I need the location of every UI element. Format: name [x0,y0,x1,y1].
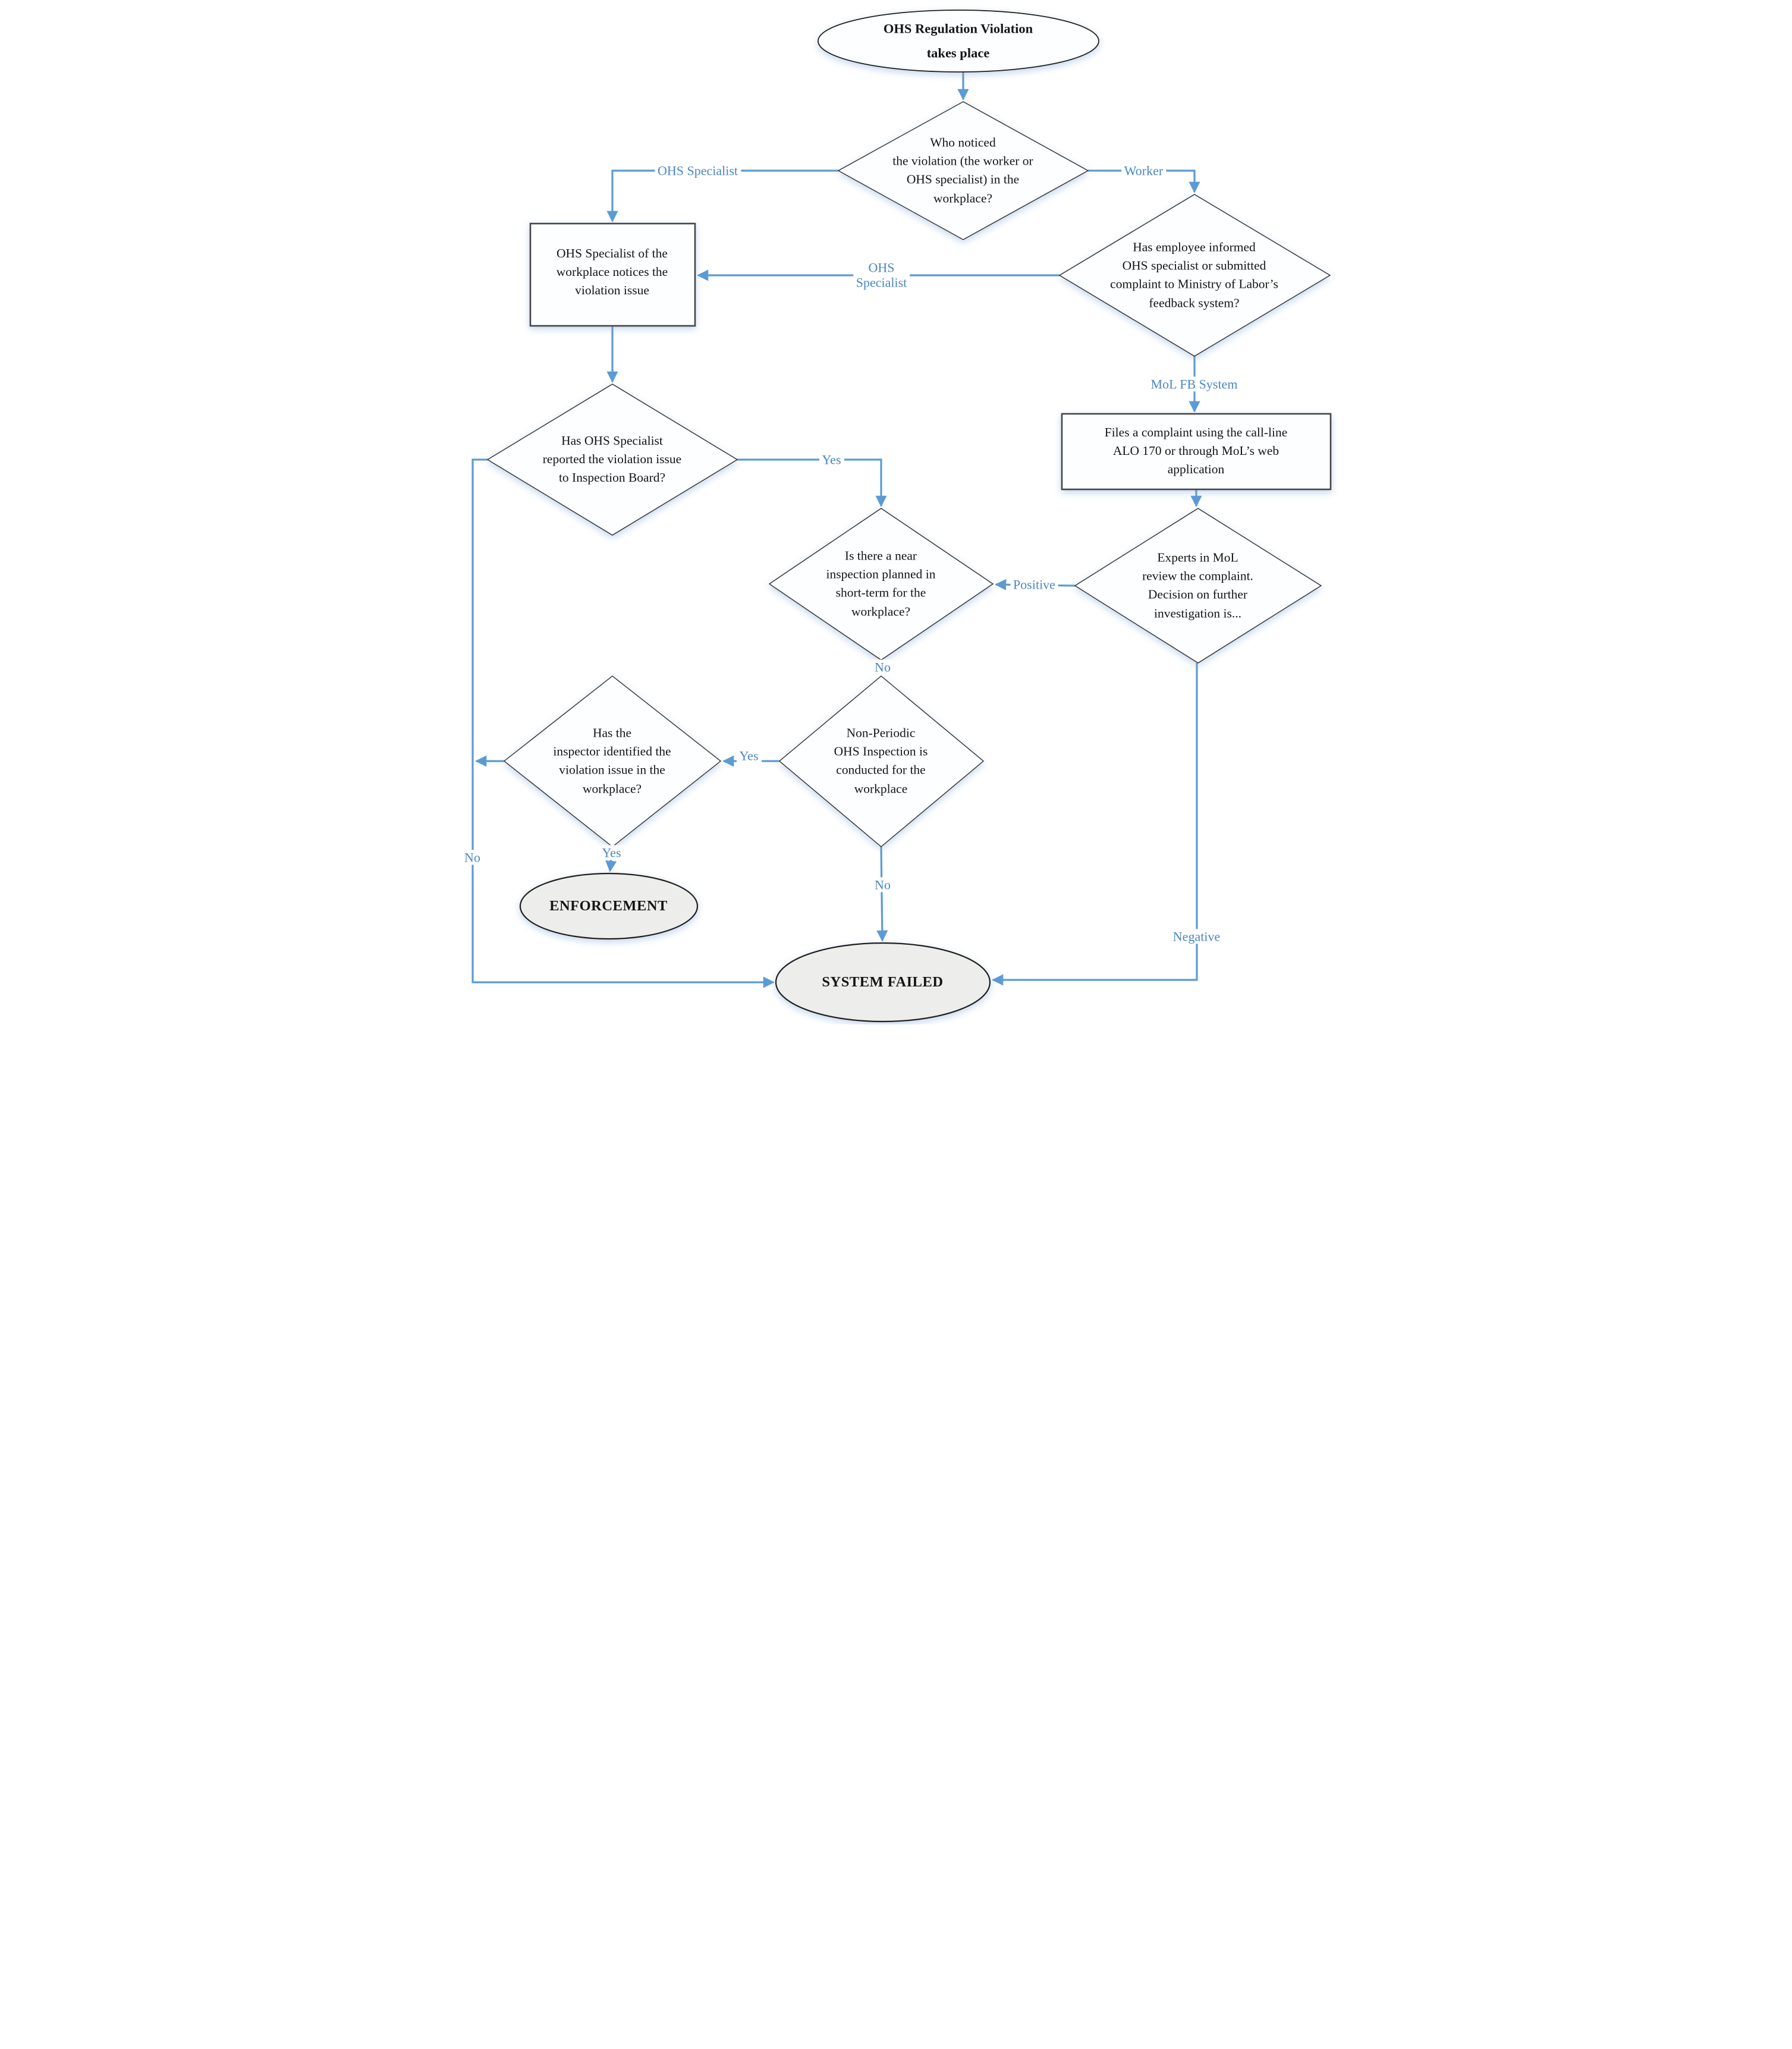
edge-label-no-near: No [872,659,894,675]
specialist-notices-label: OHS Specialist of the workplace notices … [556,246,668,298]
system-failed-label: SYSTEM FAILED [822,974,944,991]
enforcement-ellipse-shape [519,872,698,940]
who-noticed-label: Who noticed the violation (the worker or… [892,135,1033,206]
edge-label-negative: Negative [1169,929,1224,944]
flowchart-canvas: OHS Regulation Violation takes place Who… [448,0,1344,1024]
files-complaint-label: Files a complaint using the call-line AL… [1104,425,1288,477]
edge-who-to-specialist [606,169,838,222]
edge-reported-no-to-failed [471,458,775,988]
non-periodic-diamond-shape [778,675,984,847]
start-node-label: OHS Regulation Violation takes place [883,21,1033,61]
files-complaint-box-shape [1061,413,1331,491]
specialist-notices-box-shape [529,222,696,327]
edge-label-yes-inspector: Yes [599,845,624,860]
edge-label-ohs-specialist-mid: OHS Specialist [853,260,910,291]
edge-label-ohs-specialist-top: OHS Specialist [654,163,741,178]
non-periodic-label: Non-Periodic OHS Inspection is conducted… [834,725,928,796]
edge-label-no-nonperiodic: No [872,877,894,892]
system-failed-ellipse-shape [775,942,991,1023]
edge-label-yes-nonperiodic: Yes [736,748,762,763]
experts-review-label: Experts in MoL review the complaint. Dec… [1142,550,1253,621]
edge-label-no-left-rail: No [461,850,483,865]
edge-label-positive: Positive [1010,577,1058,592]
edge-label-yes-reported: Yes [819,452,844,467]
edge-nonperiodic-to-failed [876,846,888,942]
near-inspection-label: Is there a near inspection planned in sh… [826,548,936,619]
edge-label-mol-fb-system: MoL FB System [1147,376,1241,392]
employee-informed-label: Has employee informed OHS specialist or … [1110,240,1278,310]
inspector-identified-label: Has the inspector identified the violati… [553,725,671,796]
reported-to-board-label: Has OHS Specialist reported the violatio… [542,433,682,485]
edge-reported-to-near [737,458,887,507]
experts-review-diamond-shape [1074,508,1322,664]
flowchart-drawing [471,10,1331,1023]
employee-informed-diamond-shape [1058,194,1331,357]
who-noticed-diamond-shape [837,101,1089,240]
edge-label-worker: Worker [1121,163,1167,178]
start-node-shape [817,10,1099,73]
enforcement-label: ENFORCEMENT [549,898,668,914]
reported-to-board-diamond-shape [486,384,738,536]
edge-experts-negative-to-failed [991,663,1198,986]
